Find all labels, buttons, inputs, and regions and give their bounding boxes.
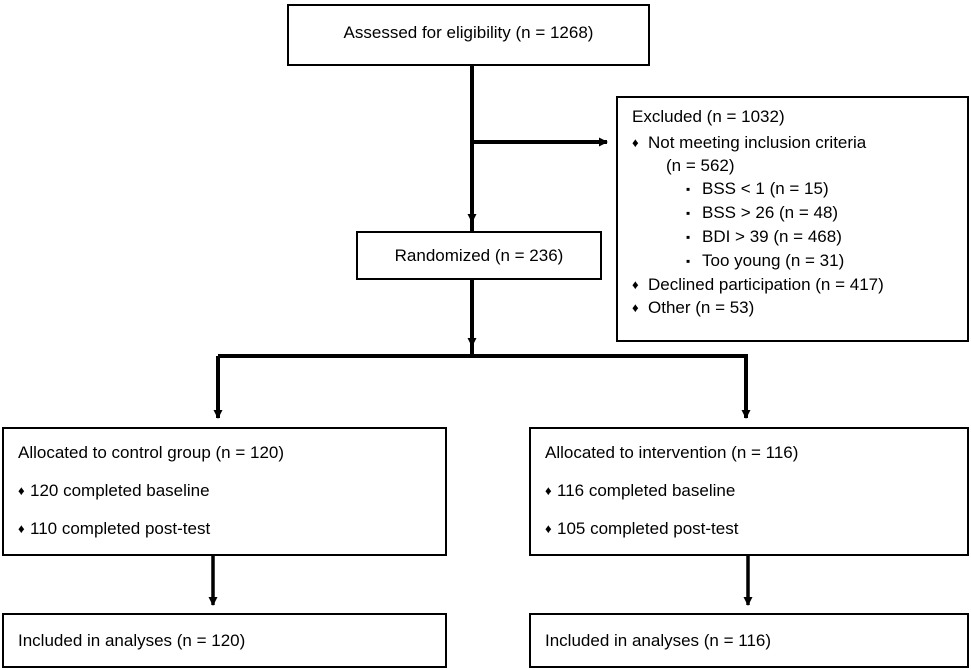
diamond-bullet-icon: ♦: [18, 521, 25, 536]
box-excluded: Excluded (n = 1032) ♦ Not meeting inclus…: [616, 96, 969, 342]
excluded-title: Excluded (n = 1032): [632, 107, 785, 126]
square-bullet-icon: ▪: [686, 182, 691, 196]
included-intervention-label: Included in analyses (n = 116): [545, 631, 772, 650]
alloc-control-item-posttest: ♦ 110 completed post-test: [18, 519, 441, 539]
randomized-label: Randomized (n = 236): [394, 246, 564, 265]
excluded-reason-declined: ♦ Declined participation (n = 417): [632, 273, 963, 296]
diamond-bullet-icon: ♦: [545, 521, 552, 536]
box-included-analyses-control: Included in analyses (n = 120): [2, 613, 447, 668]
excluded-reason-2-label: Declined participation (n = 417): [648, 275, 884, 294]
box-allocated-control-group: Allocated to control group (n = 120) ♦ 1…: [2, 427, 447, 556]
included-control-label: Included in analyses (n = 120): [18, 631, 246, 650]
box-allocated-intervention: Allocated to intervention (n = 116) ♦ 11…: [529, 427, 969, 556]
excluded-sub-reason-1-label: BSS > 26 (n = 48): [702, 203, 839, 222]
diamond-bullet-icon: ♦: [18, 483, 25, 498]
alloc-control-item-0-label: 120 completed baseline: [30, 481, 210, 500]
alloc-intervention-title: Allocated to intervention (n = 116): [545, 443, 799, 462]
excluded-sub-reason-bss-low: ▪ BSS < 1 (n = 15): [632, 177, 963, 201]
diamond-bullet-icon: ♦: [632, 277, 639, 292]
diamond-bullet-icon: ♦: [632, 300, 639, 315]
alloc-control-item-baseline: ♦ 120 completed baseline: [18, 481, 441, 501]
excluded-reason-1-label: Not meeting inclusion criteria: [648, 133, 867, 152]
excluded-sub-reason-3-label: Too young (n = 31): [702, 251, 845, 270]
excluded-sub-reason-2-label: BDI > 39 (n = 468): [702, 227, 842, 246]
excluded-reason-other: ♦ Other (n = 53): [632, 296, 963, 319]
square-bullet-icon: ▪: [686, 206, 691, 220]
excluded-reason-not-meeting-criteria: ♦ Not meeting inclusion criteria: [632, 131, 963, 154]
box-assessed-for-eligibility: Assessed for eligibility (n = 1268): [287, 4, 650, 66]
excluded-reason-1-count: (n = 562): [666, 156, 735, 175]
assessed-label: Assessed for eligibility (n = 1268): [343, 23, 594, 42]
square-bullet-icon: ▪: [686, 254, 691, 268]
diamond-bullet-icon: ♦: [545, 483, 552, 498]
square-bullet-icon: ▪: [686, 230, 691, 244]
box-randomized: Randomized (n = 236): [356, 231, 602, 280]
alloc-control-title: Allocated to control group (n = 120): [18, 443, 285, 462]
excluded-reason-3-label: Other (n = 53): [648, 298, 755, 317]
diamond-bullet-icon: ♦: [632, 135, 639, 150]
alloc-intervention-item-baseline: ♦ 116 completed baseline: [545, 481, 963, 501]
alloc-intervention-item-1-label: 105 completed post-test: [557, 519, 739, 538]
box-included-analyses-intervention: Included in analyses (n = 116): [529, 613, 969, 668]
excluded-sub-reason-too-young: ▪ Too young (n = 31): [632, 249, 963, 273]
alloc-intervention-item-0-label: 116 completed baseline: [557, 481, 736, 500]
excluded-sub-reason-0-label: BSS < 1 (n = 15): [702, 179, 829, 198]
alloc-intervention-item-posttest: ♦ 105 completed post-test: [545, 519, 963, 539]
excluded-sub-reason-bdi-high: ▪ BDI > 39 (n = 468): [632, 225, 963, 249]
excluded-sub-reason-bss-high: ▪ BSS > 26 (n = 48): [632, 201, 963, 225]
alloc-control-item-1-label: 110 completed post-test: [30, 519, 211, 538]
